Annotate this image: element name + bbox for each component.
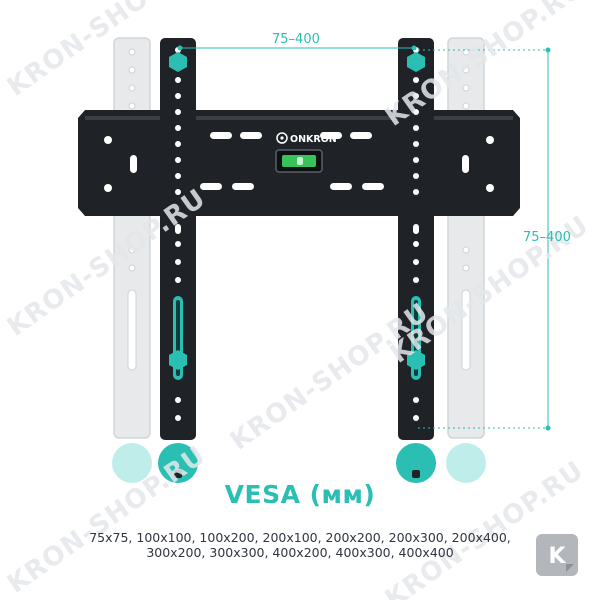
- vesa-sizes-line-1: 75x75, 100x100, 100x200, 200x100, 200x20…: [89, 530, 511, 545]
- hex-nut-icons: [169, 52, 425, 370]
- dimension-line-vertical: [418, 47, 551, 431]
- ghost-knob-left: [112, 443, 152, 483]
- safety-knob-left: [158, 443, 198, 483]
- badge-letter: K: [548, 544, 566, 569]
- k-logo-icon: K: [540, 538, 574, 572]
- ghost-knob-right: [446, 443, 486, 483]
- vertical-dimension-label: 75–400: [523, 230, 571, 245]
- arm-right: [398, 38, 434, 440]
- horizontal-dimension-label: 75–400: [272, 32, 320, 47]
- dimension-line-horizontal: [177, 45, 417, 51]
- vesa-title: VESA (мм): [224, 480, 376, 509]
- brand-badge: K: [536, 534, 578, 576]
- bubble-level-icon: [275, 149, 323, 173]
- vesa-sizes-line-2: 300x200, 300x300, 400x200, 400x300, 400x…: [146, 545, 454, 560]
- brand-logo-text: ONKRON: [290, 134, 337, 145]
- ghost-arm-right: [447, 37, 485, 439]
- safety-knob-right: [396, 443, 436, 483]
- onkron-logo-icon: [276, 132, 288, 144]
